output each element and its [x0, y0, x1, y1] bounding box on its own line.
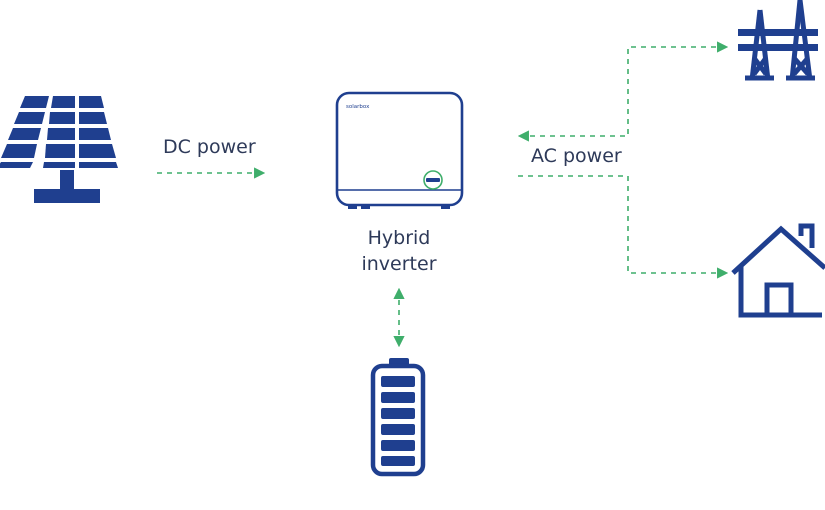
power-grid-tower-icon — [738, 0, 818, 81]
dc-power-label: DC power — [163, 136, 256, 158]
inverter-label-line1: Hybrid — [368, 227, 431, 249]
hybrid-inverter-icon: solarbox — [335, 91, 464, 209]
ac-grid-arrow — [517, 41, 729, 142]
ac-power-label: AC power — [531, 145, 622, 167]
battery-icon — [370, 358, 426, 477]
house-icon — [731, 223, 825, 318]
inverter-label-line2: inverter — [361, 253, 436, 275]
inverter-brand-logo: solarbox — [346, 104, 370, 110]
ac-home-arrow — [518, 175, 729, 279]
solar-panel-icon — [0, 96, 118, 203]
